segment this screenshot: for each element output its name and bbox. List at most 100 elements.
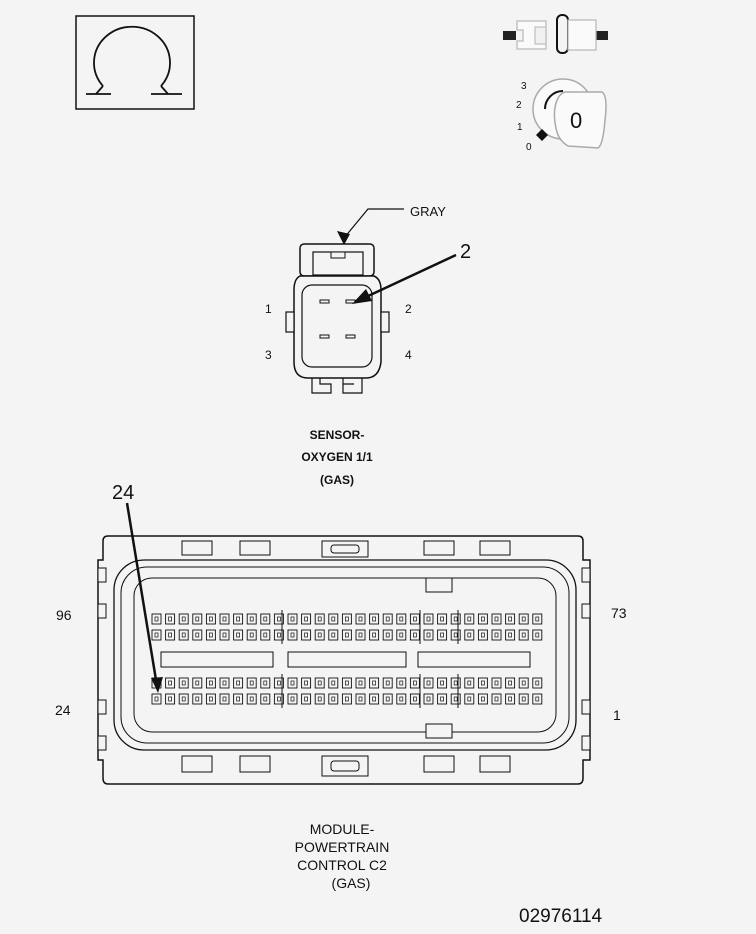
pin-contact [426, 696, 431, 702]
pin-cavity [246, 629, 257, 641]
pcm-callout-pin: 24 [112, 482, 134, 504]
pin-cavity [409, 629, 420, 641]
pin-cavity [301, 629, 312, 641]
pin-contact [195, 696, 200, 702]
pin-contact [535, 696, 540, 702]
pin-cavity [369, 629, 380, 641]
pin-contact [453, 632, 458, 638]
pin-contact [358, 680, 363, 686]
sensor-pin-4 [345, 334, 356, 339]
sensor-callout-pin: 2 [460, 241, 471, 263]
pcm-title-line3: CONTROL C2 [297, 857, 387, 873]
pcm-label-bottom-left: 24 [55, 702, 71, 718]
ignition-current-position: 0 [570, 108, 582, 133]
pin-cavity [165, 677, 176, 689]
wire-color-label: GRAY [410, 204, 446, 219]
pin-contact [249, 696, 254, 702]
pin-contact [277, 696, 281, 702]
pin-cavity [505, 629, 516, 641]
pin-contact [181, 632, 186, 638]
pin-contact [481, 696, 485, 702]
pin-contact [263, 632, 268, 638]
pin-contact [440, 696, 444, 702]
pin-contact [181, 696, 186, 702]
pin-cavity [233, 629, 244, 641]
pin-contact [236, 696, 240, 702]
pin-cavity [491, 613, 502, 625]
pin-cavity [328, 629, 339, 641]
pin-contact [263, 696, 268, 702]
ignition-position-2: 2 [516, 100, 522, 111]
pin-cavity [477, 613, 488, 625]
pin-contact [453, 696, 458, 702]
pin-cavity [273, 613, 284, 625]
connector-disconnect-icon [503, 14, 608, 54]
pin-contact [249, 680, 254, 686]
pin-contact [290, 616, 295, 622]
pin-cavity [219, 677, 230, 689]
pin-cavity [287, 613, 298, 625]
pin-cavity [518, 677, 529, 689]
pin-contact [154, 696, 159, 702]
pin-cavity [151, 693, 162, 705]
pin-cavity [328, 613, 339, 625]
pin-cavity [205, 693, 216, 705]
sensor-pin-1 [319, 299, 330, 304]
pin-contact [168, 680, 172, 686]
pin-contact [440, 680, 444, 686]
pin-contact [195, 616, 200, 622]
pin-cavity [382, 629, 393, 641]
pin-contact [331, 680, 336, 686]
pin-cavity [505, 677, 516, 689]
pin-contact [209, 632, 213, 638]
pin-cavity [369, 677, 380, 689]
pin-cavity [246, 693, 257, 705]
pin-contact [209, 696, 213, 702]
pin-cavity [328, 677, 339, 689]
pin-cavity [423, 693, 434, 705]
pin-cavity [532, 613, 543, 625]
pcm-pin-array [151, 610, 543, 708]
pin-contact [426, 616, 431, 622]
wire-color-leader [343, 208, 404, 239]
pin-cavity [273, 629, 284, 641]
pin-contact [317, 680, 322, 686]
pin-contact [385, 616, 390, 622]
pin-cavity [382, 693, 393, 705]
pin-contact [209, 680, 213, 686]
pin-contact [236, 680, 240, 686]
pin-cavity [505, 693, 516, 705]
pin-cavity [477, 629, 488, 641]
pin-cavity [396, 629, 407, 641]
pin-cavity [505, 613, 516, 625]
pin-cavity [205, 677, 216, 689]
pin-cavity [409, 677, 420, 689]
pin-cavity [369, 613, 380, 625]
pin-contact [304, 696, 308, 702]
pin-contact [345, 616, 349, 622]
pin-cavity [532, 629, 543, 641]
pin-contact [181, 680, 186, 686]
sensor-title-line3: (GAS) [320, 473, 354, 487]
pin-cavity [178, 629, 189, 641]
pin-cavity [423, 613, 434, 625]
pin-contact [481, 632, 485, 638]
pin-contact [467, 696, 472, 702]
pin-cavity [450, 613, 461, 625]
pin-contact [426, 680, 431, 686]
pin-contact [508, 696, 512, 702]
pin-cavity [341, 629, 352, 641]
pin-cavity [233, 693, 244, 705]
pin-contact [372, 632, 376, 638]
pin-cavity [151, 629, 162, 641]
pin-cavity [246, 613, 257, 625]
pin-cavity [355, 677, 366, 689]
pcm-label-top-right: 73 [611, 605, 627, 621]
pin-cavity [287, 629, 298, 641]
sensor-pin-label-1: 1 [265, 302, 272, 316]
pin-cavity [205, 613, 216, 625]
pin-cavity [260, 677, 271, 689]
pin-contact [521, 632, 526, 638]
pin-contact [304, 616, 308, 622]
